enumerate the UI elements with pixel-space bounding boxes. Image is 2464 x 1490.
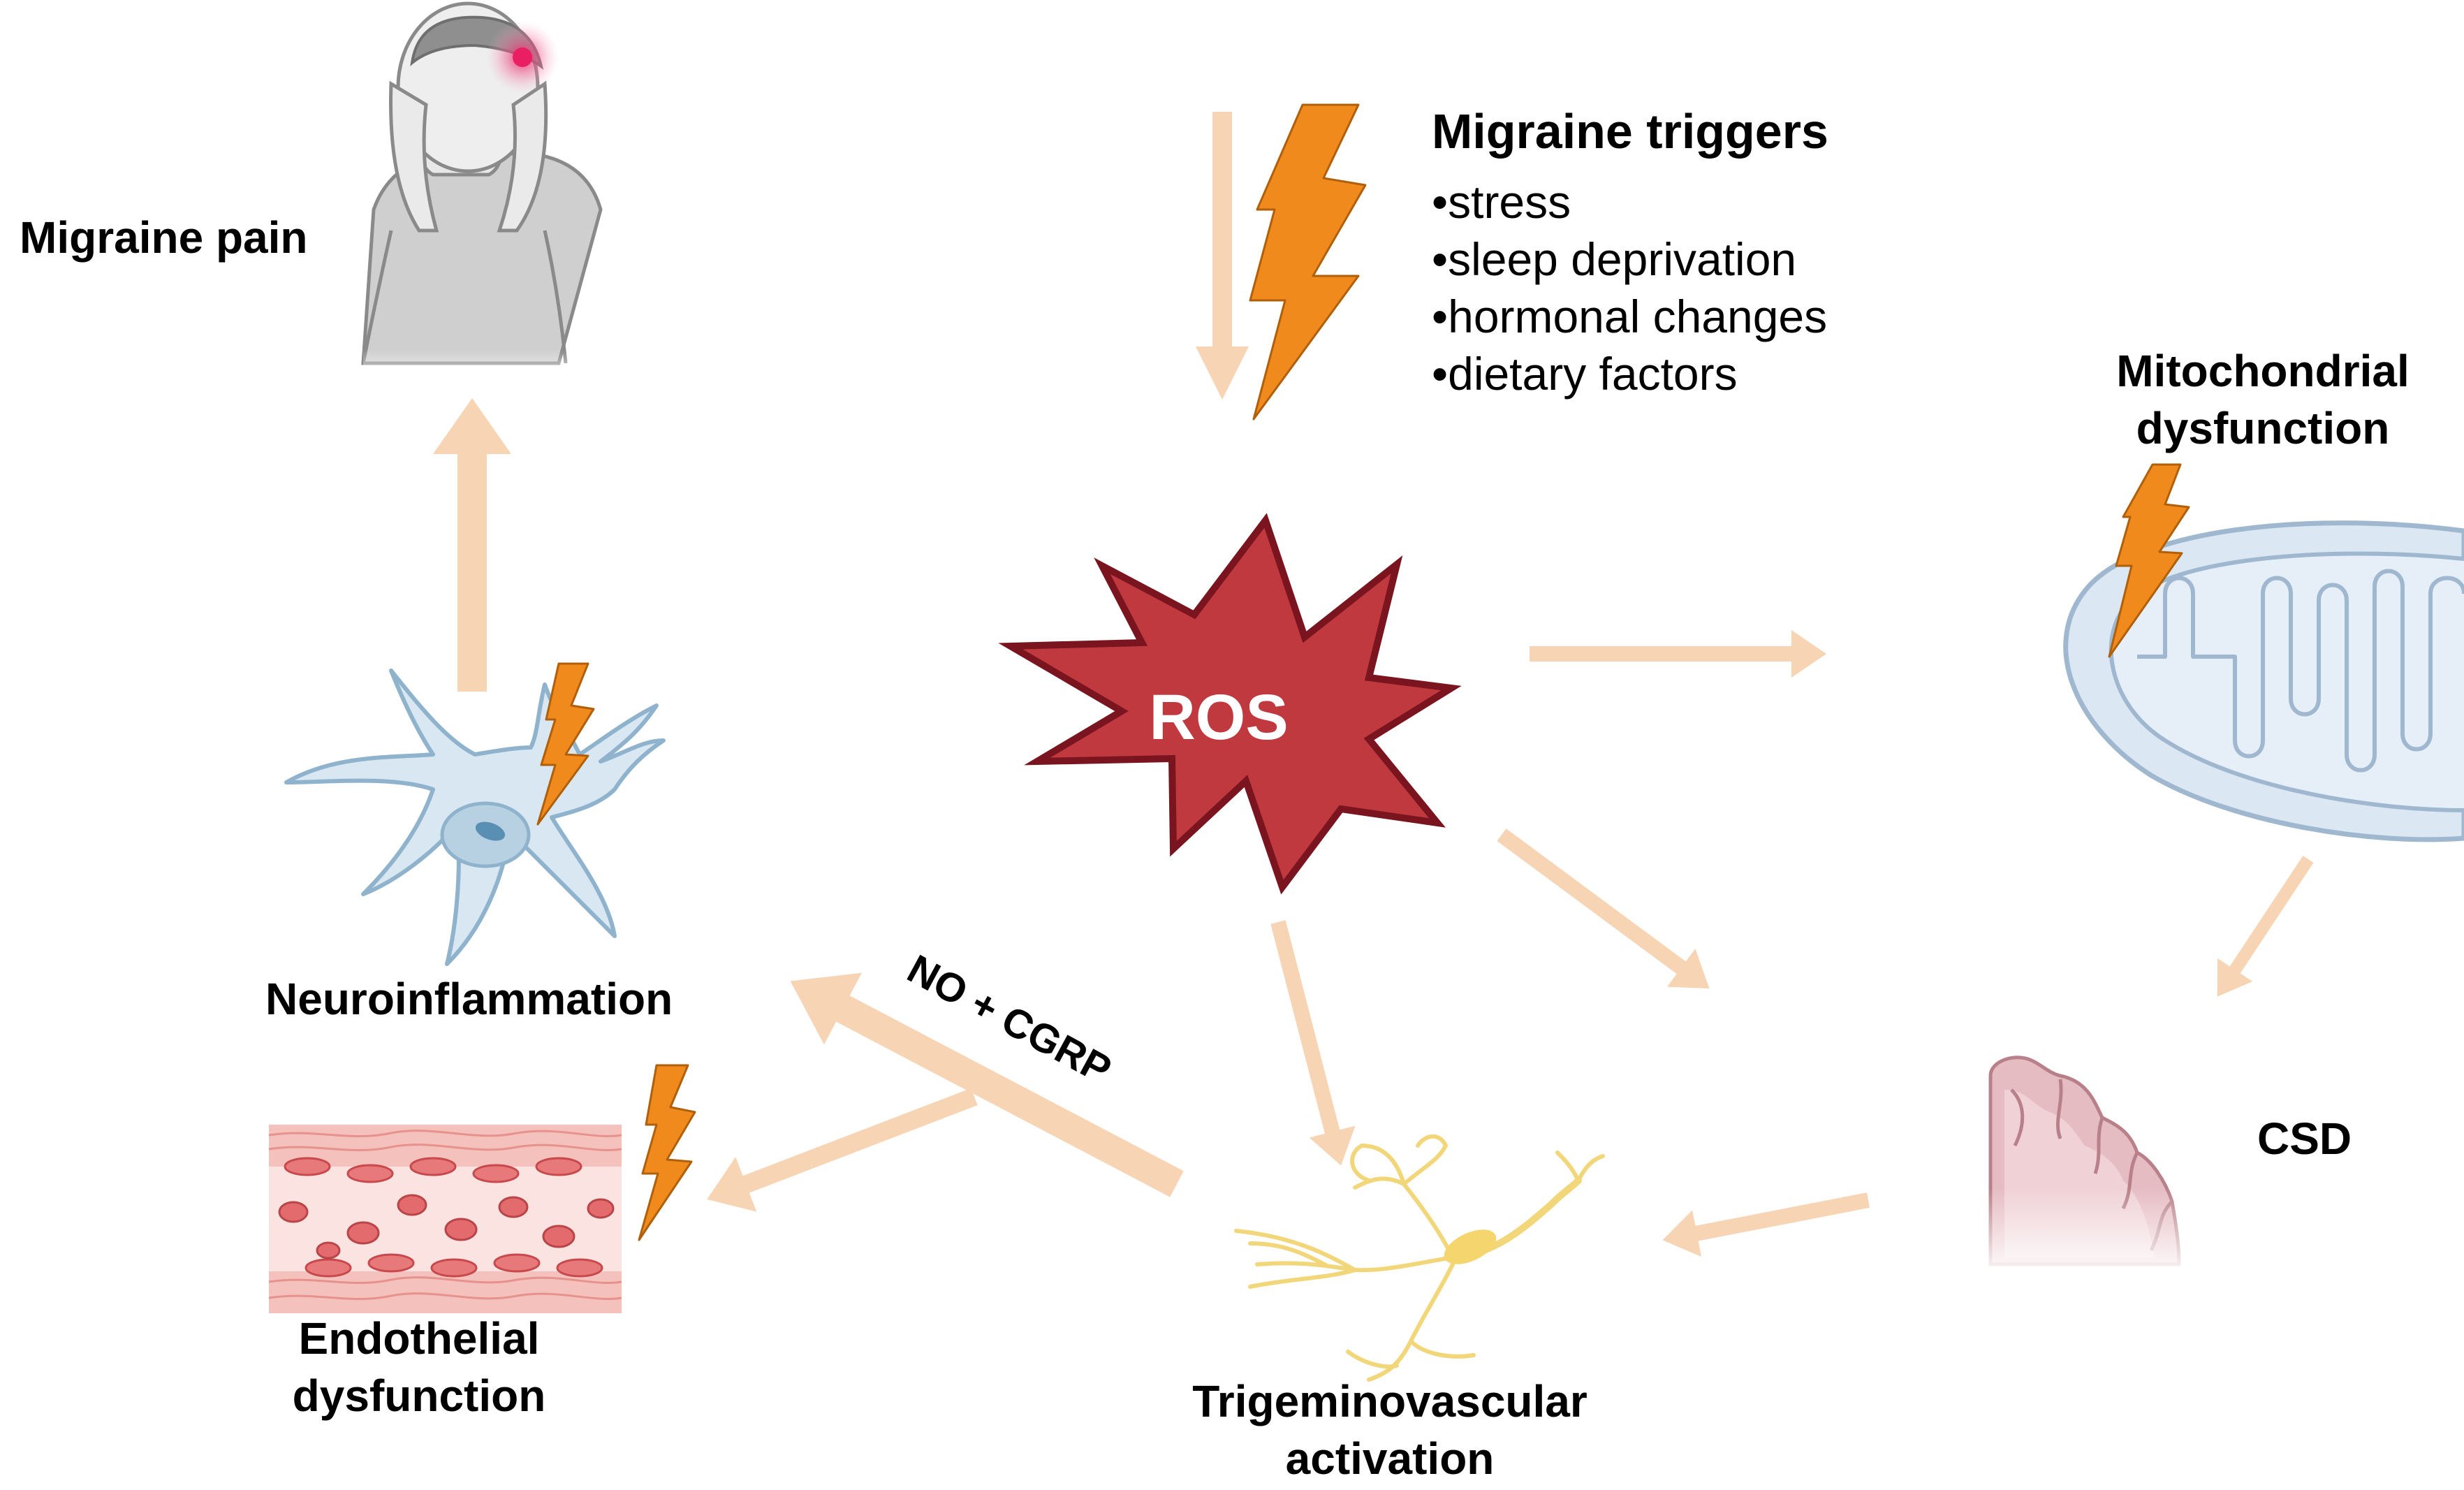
trigger-item: hormonal changes: [1432, 288, 1827, 345]
arrow-trigeminovascular-to-neuroinflammation: [790, 972, 1184, 1197]
label-neuroinflammation: Neuroinflammation: [265, 974, 673, 1024]
migraine-pain-person-illustration: [361, 1, 603, 391]
trigger-list: stress sleep deprivation hormonal change…: [1432, 173, 1827, 402]
arrow-to-endothelial: [707, 1088, 978, 1212]
label-csd: CSD: [2257, 1113, 2352, 1164]
trigeminal-neuron-illustration: [1234, 1134, 1605, 1382]
mitochondrion-illustration: [2063, 520, 2464, 842]
trigger-item: dietary factors: [1432, 345, 1827, 402]
label-endothelial-dysfunction: Endothelial dysfunction: [265, 1310, 573, 1424]
label-trigeminovascular-activation: Trigeminovascular activation: [1159, 1373, 1620, 1487]
lightning-icon-triggers: [1249, 103, 1367, 421]
arrow-csd-to-trigeminovascular: [1662, 1192, 1870, 1257]
brain-section-illustration: [1983, 1056, 2193, 1278]
arrow-mitochondria-to-csd: [2217, 856, 2314, 997]
arrow-neuroinflammation-to-pain: [433, 398, 511, 692]
arrow-ros-to-trigeminovascular: [1270, 920, 1356, 1166]
microglia-cell-illustration: [284, 669, 666, 966]
lightning-icon-neuroinflammation: [536, 662, 595, 826]
label-endothelial-line1: Endothelial: [298, 1313, 540, 1364]
label-mitochondrial-line1: Mitochondrial: [2116, 346, 2410, 396]
ros-label: ROS: [1149, 682, 1288, 753]
arrows-group: [433, 112, 2314, 1257]
label-trigeminovascular-line1: Trigeminovascular: [1192, 1376, 1587, 1426]
label-trigeminovascular-line2: activation: [1285, 1433, 1495, 1484]
blood-vessel-illustration: [268, 1125, 622, 1313]
trigger-item: sleep deprivation: [1432, 231, 1827, 288]
label-endothelial-line2: dysfunction: [292, 1371, 546, 1421]
lightning-icon-endothelial: [638, 1064, 696, 1241]
arrow-ros-to-csd: [1497, 828, 1710, 989]
trigger-item: stress: [1432, 173, 1827, 231]
label-migraine-pain: Migraine pain: [20, 212, 308, 263]
lightning-icon-mitochondria: [2108, 463, 2190, 658]
label-mitochondrial-line2: dysfunction: [2136, 403, 2390, 453]
label-migraine-triggers-title: Migraine triggers: [1432, 104, 1828, 159]
arrow-triggers-to-ros: [1196, 112, 1249, 400]
arrow-ros-to-mitochondria: [1530, 630, 1826, 678]
ros-burst-shape: [998, 513, 1462, 895]
label-mitochondrial-dysfunction: Mitochondrial dysfunction: [2067, 342, 2458, 457]
